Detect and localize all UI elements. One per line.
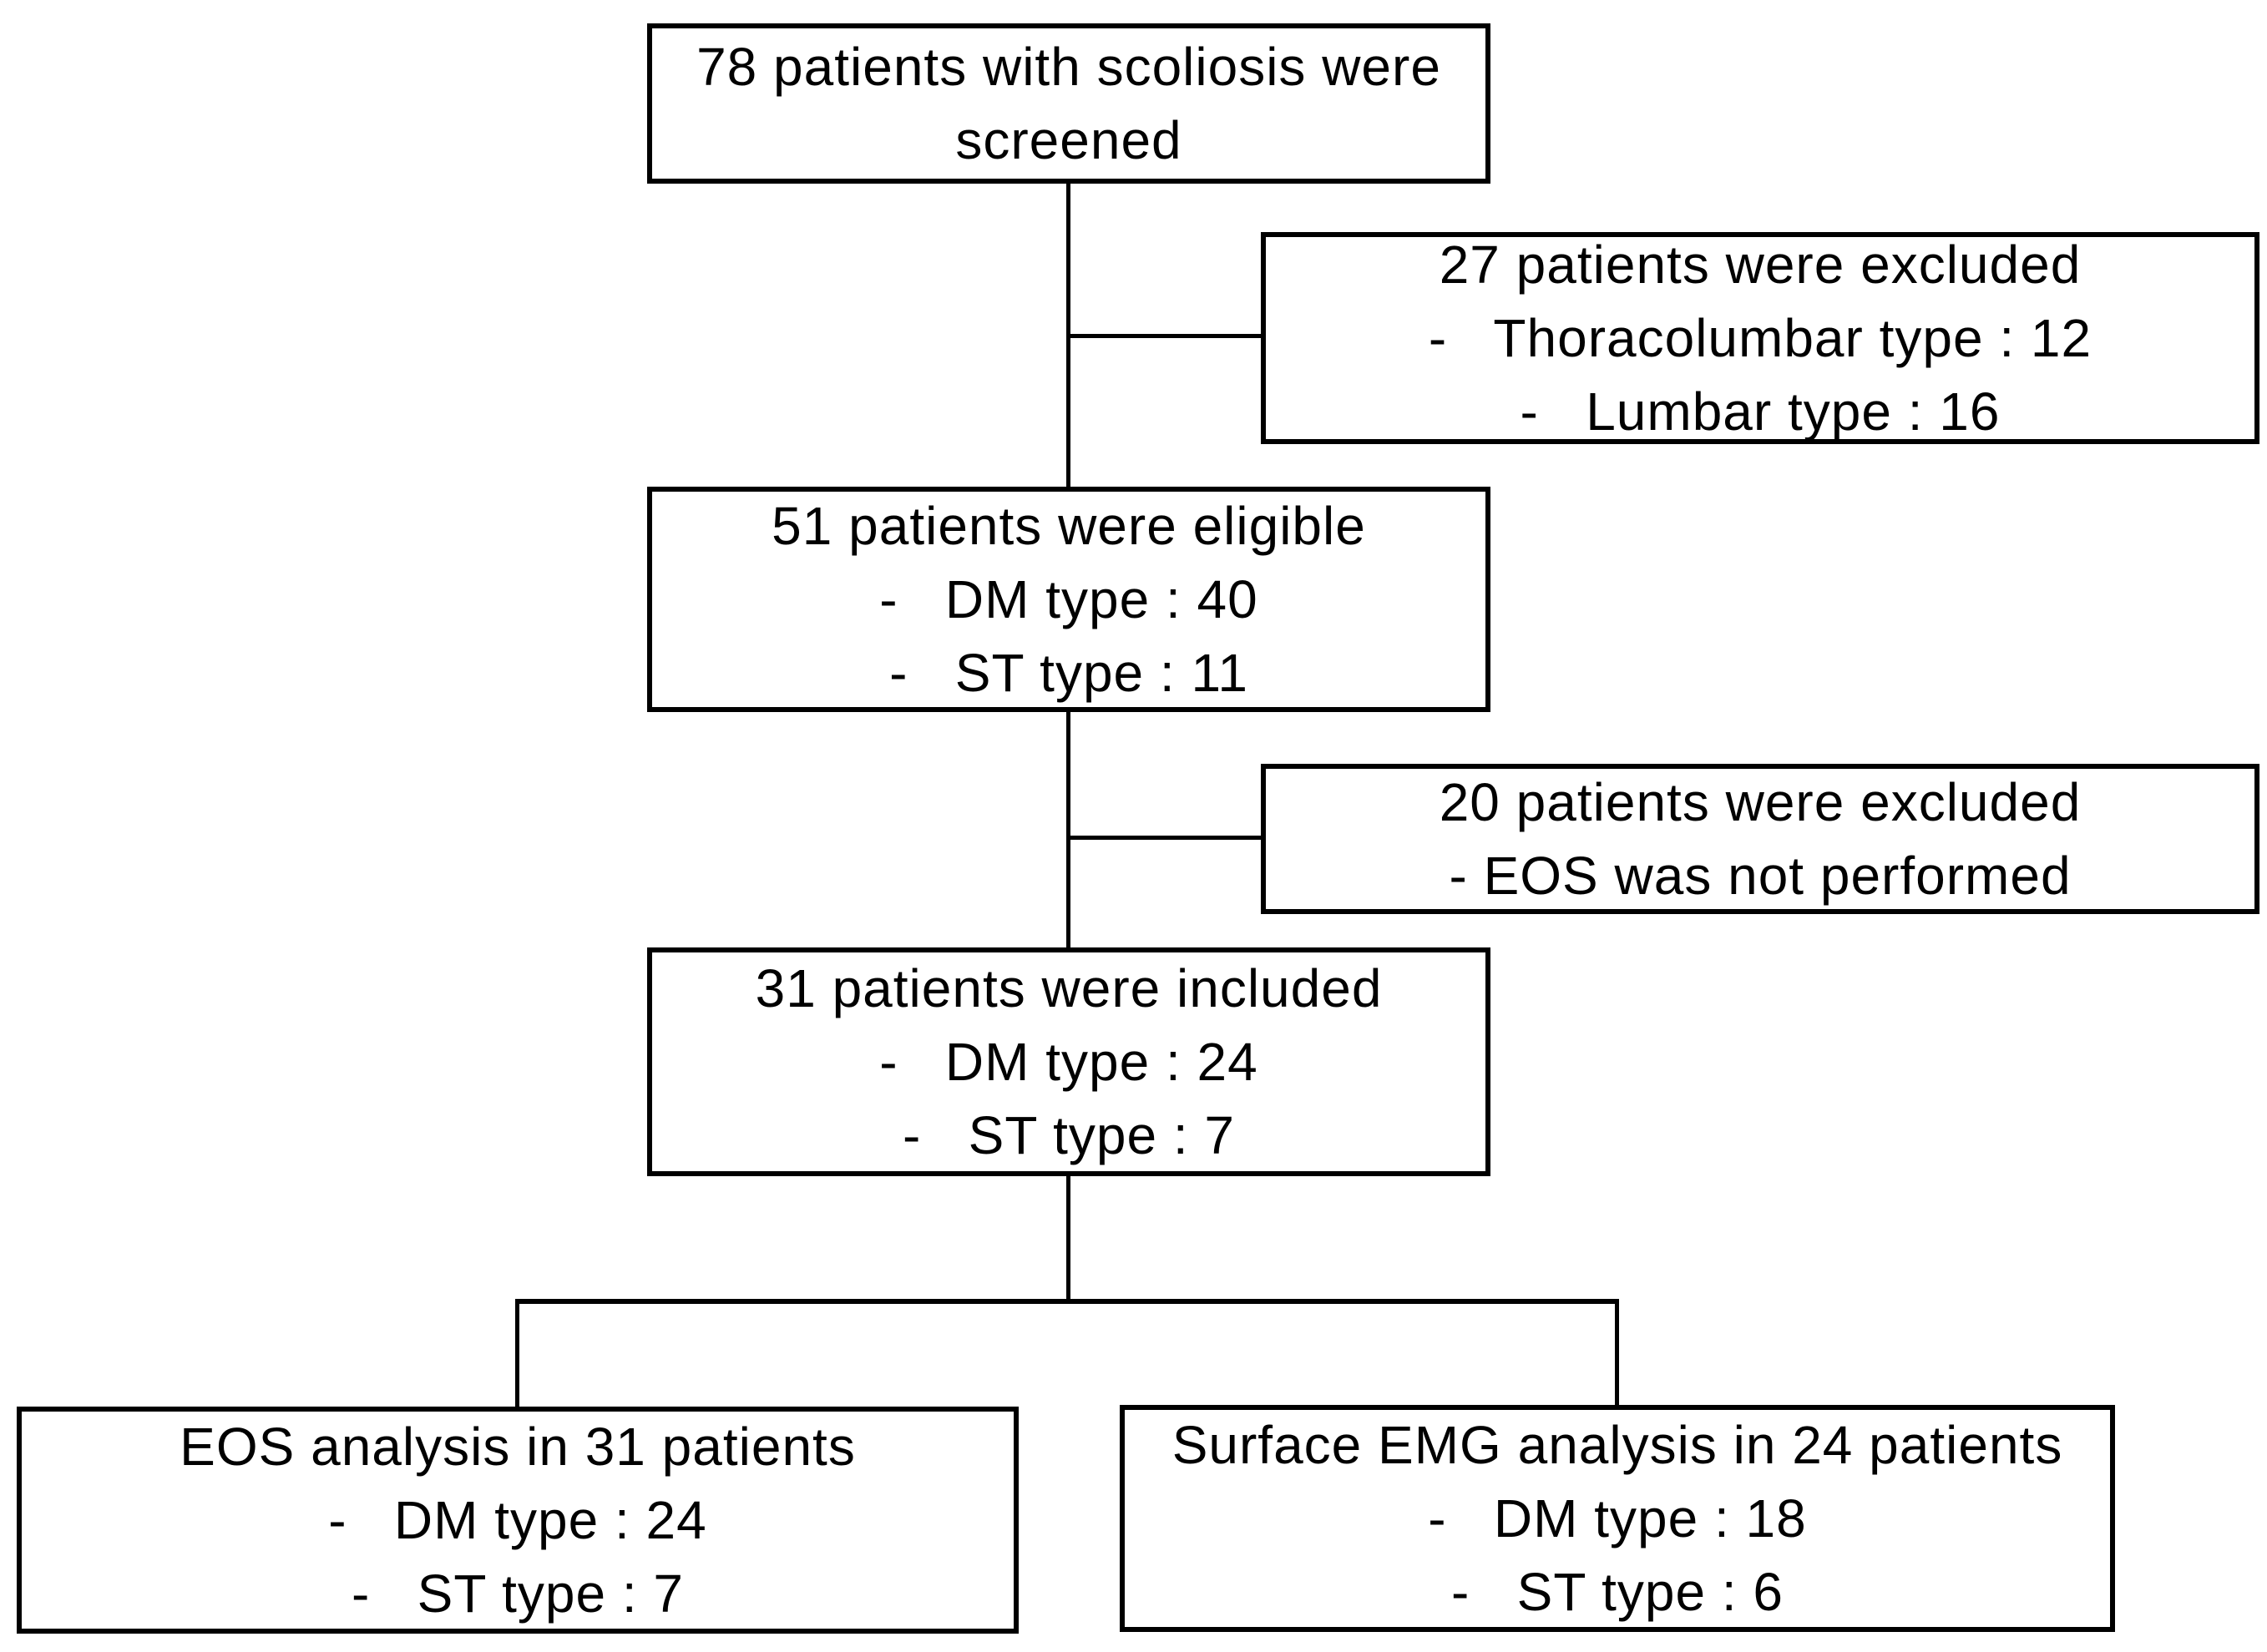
node-eligible-line-1: 51 patients were eligible bbox=[772, 496, 1366, 556]
node-emg-analysis-line-3: - ST type : 6 bbox=[1451, 1562, 1784, 1622]
connector-eligible-to-included bbox=[1066, 712, 1070, 947]
node-screened-line-1: 78 patients with scoliosis were bbox=[696, 37, 1441, 97]
connector-included-to-split bbox=[1066, 1176, 1070, 1301]
node-excluded-2-line-2: - EOS was not performed bbox=[1449, 846, 2072, 906]
node-screened-line-2: screened bbox=[955, 110, 1182, 170]
connector-branch-excluded-2 bbox=[1068, 836, 1261, 840]
node-included: 31 patients were included - DM type : 24… bbox=[647, 947, 1490, 1176]
node-excluded-2: 20 patients were excluded - EOS was not … bbox=[1261, 764, 2259, 914]
node-included-line-2: - DM type : 24 bbox=[879, 1032, 1258, 1092]
node-included-line-3: - ST type : 7 bbox=[903, 1105, 1235, 1165]
node-eos-analysis-line-1: EOS analysis in 31 patients bbox=[180, 1417, 856, 1477]
node-emg-analysis-line-1: Surface EMG analysis in 24 patients bbox=[1171, 1415, 2063, 1475]
node-eligible-line-2: - DM type : 40 bbox=[879, 569, 1258, 629]
connector-drop-to-eos-analysis bbox=[515, 1299, 519, 1408]
node-excluded-2-line-1: 20 patients were excluded bbox=[1439, 772, 2082, 832]
node-included-line-1: 31 patients were included bbox=[755, 958, 1383, 1018]
node-eligible: 51 patients were eligible - DM type : 40… bbox=[647, 487, 1490, 712]
node-emg-analysis-line-2: - DM type : 18 bbox=[1428, 1488, 1807, 1548]
node-eos-analysis: EOS analysis in 31 patients - DM type : … bbox=[17, 1407, 1019, 1634]
node-screened: 78 patients with scoliosis were screened bbox=[647, 23, 1490, 184]
node-excluded-1: 27 patients were excluded - Thoracolumba… bbox=[1261, 232, 2259, 444]
connector-split-horizontal bbox=[515, 1299, 1619, 1304]
node-eos-analysis-line-2: - DM type : 24 bbox=[328, 1490, 707, 1550]
node-excluded-1-line-2: - Thoracolumbar type : 12 bbox=[1428, 308, 2092, 368]
node-excluded-1-line-3: - Lumbar type : 16 bbox=[1520, 381, 2001, 442]
connector-branch-excluded-1 bbox=[1068, 334, 1261, 338]
node-eos-analysis-line-3: - ST type : 7 bbox=[352, 1564, 684, 1624]
connector-drop-to-emg-analysis bbox=[1615, 1299, 1619, 1407]
node-eligible-line-3: - ST type : 11 bbox=[889, 643, 1248, 703]
node-excluded-1-line-1: 27 patients were excluded bbox=[1439, 235, 2082, 295]
node-emg-analysis: Surface EMG analysis in 24 patients - DM… bbox=[1120, 1405, 2115, 1632]
